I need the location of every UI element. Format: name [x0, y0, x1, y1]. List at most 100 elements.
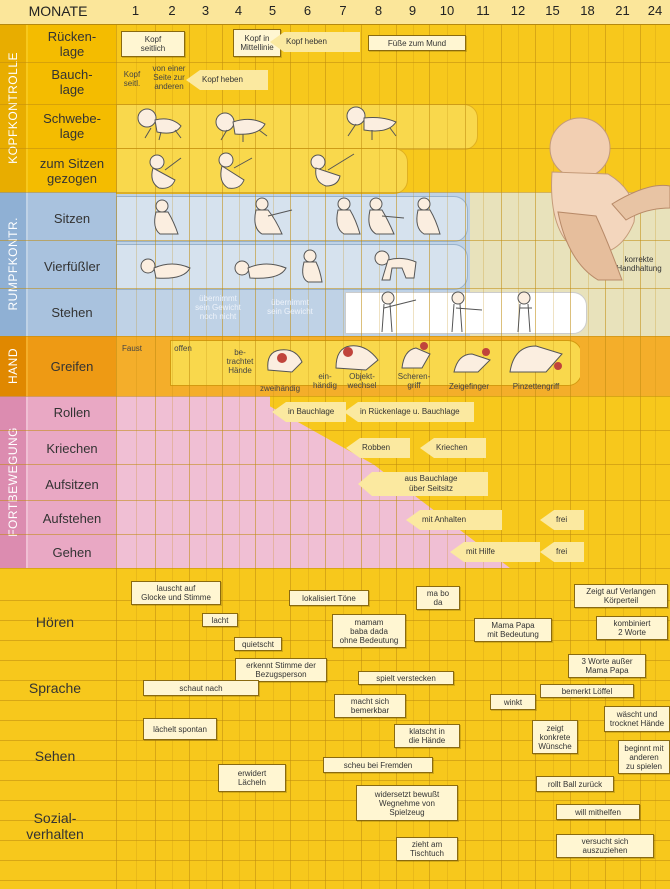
- row-label-gehen: Gehen: [52, 544, 92, 560]
- baby-vier-3: [302, 249, 323, 283]
- grid-hline: [0, 568, 670, 569]
- baby-stehen-3: [517, 291, 532, 333]
- baby-gezogen-1: [149, 154, 182, 189]
- dev-kombiniert: kombiniert 2 Worte: [596, 616, 668, 640]
- month-2: 2: [168, 3, 176, 18]
- month-21: 21: [615, 3, 630, 18]
- milestone-aufsitzen: aus Bauchlage über Seitsitz: [358, 472, 488, 496]
- grid-vline-minor: [308, 0, 309, 889]
- milestone-kopf-heben-bauch: Kopf heben: [186, 70, 268, 90]
- row-label-sitzen: Sitzen: [53, 210, 91, 226]
- grid-vline: [605, 0, 606, 889]
- row-label-vierfuessler: Vierfüßler: [43, 258, 101, 274]
- row-label-aufsitzen: Aufsitzen: [45, 476, 99, 492]
- grid-vline-minor: [588, 0, 589, 889]
- grid-hline: [0, 840, 670, 841]
- grid-vline-minor: [172, 0, 173, 889]
- milestone-rollen-bauchlage: in Bauchlage: [272, 402, 346, 422]
- grid-vline-minor: [239, 0, 240, 889]
- grid-hline: [0, 780, 670, 781]
- hand-tail: [580, 336, 670, 396]
- label-hoeren: Hören: [35, 614, 75, 630]
- hand-icon-1: [267, 349, 303, 373]
- label-sozialverhalten: Sozial- verhalten: [26, 810, 84, 842]
- greifen-zeigefinger: Zeigefinger: [448, 382, 490, 391]
- group-rumpfkontr: RUMPFKONTR.: [0, 192, 26, 336]
- grid-hline: [0, 430, 670, 431]
- group-kopfkontrolle: KOPFKONTROLLE: [0, 24, 26, 192]
- row-label-rollen: Rollen: [53, 404, 91, 420]
- grid-vline-minor: [273, 0, 274, 889]
- dev-beginnt: beginnt mit anderen zu spielen: [618, 740, 670, 774]
- grid-vline-minor: [343, 0, 344, 889]
- month-5: 5: [268, 3, 277, 18]
- note-uebernimmt: übernimmt sein Gewicht: [267, 298, 313, 316]
- dev-quietscht: quietscht: [234, 637, 282, 651]
- hand-icon-4: [453, 348, 491, 373]
- grid-vline: [640, 0, 641, 889]
- grid-hline: [0, 860, 670, 861]
- dev-erkennt: erkennt Stimme der Bezugsperson: [235, 658, 327, 682]
- grid-hline: [0, 720, 670, 721]
- row-label-zum-sitzen: zum Sitzen gezogen: [39, 156, 105, 186]
- dev-zeigt-verlangen: Zeigt auf Verlangen Körperteil: [574, 584, 668, 608]
- dev-mabo: ma bo da: [416, 586, 460, 610]
- greifen-betrachtet: be- trachtet Hände: [226, 348, 254, 375]
- baby-schwebe-3: [346, 106, 397, 140]
- month-9: 9: [408, 3, 417, 18]
- baby-gezogen-3: [310, 153, 355, 187]
- dev-widersetzt: widersetzt bewußt Wegnehme von Spielzeug: [356, 785, 458, 821]
- milestone-von-einer-seite: von einer Seite zur anderen: [152, 64, 186, 91]
- dev-schaut-nach: schaut nach: [143, 680, 259, 696]
- grid-vline-minor: [413, 0, 414, 889]
- dev-klatscht: klatscht in die Hände: [394, 724, 460, 748]
- baby-vier-1: [140, 258, 191, 279]
- milestone-kopf-heben: Kopf heben: [270, 32, 360, 52]
- greifen-scherengriff: Scheren- griff: [397, 372, 431, 390]
- month-24: 24: [647, 3, 663, 18]
- hand-label-bg: [28, 336, 116, 396]
- baby-vier-2: [234, 260, 287, 279]
- grid-hline: [0, 660, 670, 661]
- grid-hline: [0, 396, 670, 397]
- grid-hline: [0, 192, 670, 193]
- baby-vier-4: [374, 250, 417, 281]
- grid-vline-minor: [623, 0, 624, 889]
- grid-hline: [0, 680, 670, 681]
- dev-zieht: zieht am Tischtuch: [396, 837, 458, 861]
- dev-lauscht: lauscht auf Glocke und Stimme: [131, 581, 221, 605]
- greifen-einhaendig: ein- händig: [312, 372, 338, 390]
- group-fortbewegung: FORTBEWEGUNG: [0, 396, 26, 568]
- grid-vline-minor: [553, 0, 554, 889]
- grid-vline-minor: [136, 0, 137, 889]
- grid-vline-minor: [518, 0, 519, 889]
- row-label-schwebelage: Schwebe- lage: [43, 111, 101, 141]
- lane-sitzen: [116, 196, 468, 242]
- hand-icon-2: [335, 345, 379, 371]
- grid-vline: [255, 0, 256, 889]
- milestone-rollen-rueckenlage: in Rückenlage u. Bauchlage: [344, 402, 474, 422]
- greifen-offen: offen: [174, 344, 192, 353]
- dev-mama-papa: Mama Papa mit Bedeutung: [474, 618, 552, 642]
- dev-laechelt: lächelt spontan: [143, 718, 217, 740]
- dev-will-mithelfen: will mithelfen: [556, 804, 640, 820]
- month-1: 1: [131, 3, 140, 18]
- baby-sitzen-3: [336, 197, 361, 235]
- greifen-faust: Faust: [121, 344, 142, 353]
- grid-hline: [0, 148, 670, 149]
- group-hand: HAND: [0, 336, 26, 396]
- milestone-robben: Robben: [346, 438, 410, 458]
- grid-vline: [535, 0, 536, 889]
- grid-vline: [222, 0, 223, 889]
- greifen-pinzettengriff: Pinzettengriff: [512, 382, 560, 391]
- grid-hline: [0, 62, 670, 63]
- label-sehen: Sehen: [34, 748, 76, 764]
- dev-erwidert: erwidert Lächeln: [218, 764, 286, 792]
- milestone-aufstehen-anhalten: mit Anhalten: [406, 510, 502, 530]
- label-sprache: Sprache: [28, 680, 82, 696]
- baby-sitzen-2: [254, 197, 293, 235]
- month-3: 3: [201, 3, 210, 18]
- grid-hline: [0, 288, 670, 289]
